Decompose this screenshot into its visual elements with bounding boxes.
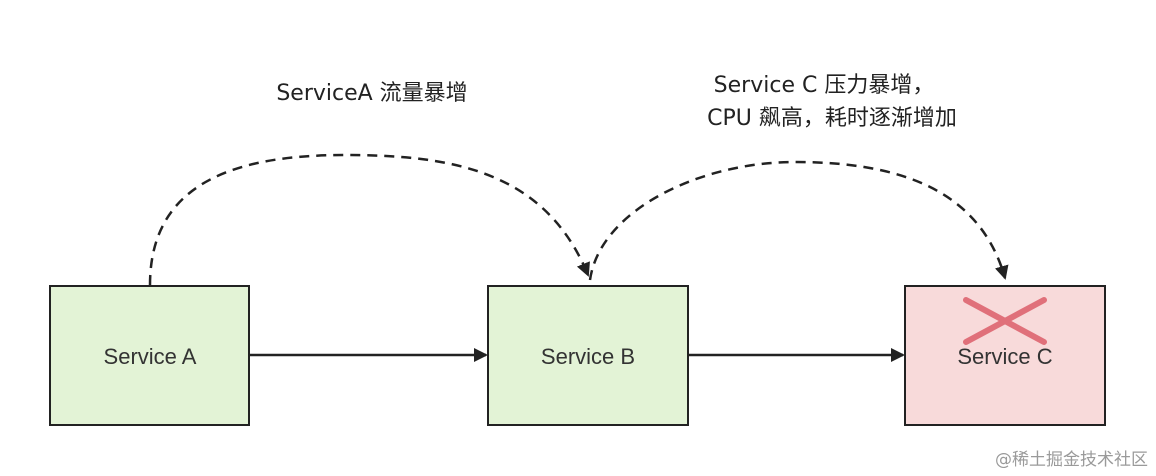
node-service-c: Service C (904, 285, 1106, 426)
service-c-label: Service C (957, 344, 1052, 369)
service-b-label: Service B (541, 344, 635, 369)
service-c-box (904, 285, 1106, 426)
service-b-box (487, 285, 689, 426)
service-a-box (49, 285, 250, 426)
annotation-b-to-c-line2: CPU 飙高，耗时逐渐增加 (707, 106, 957, 131)
dashed-arrow-a-to-b (148, 153, 590, 286)
annotation-b-to-c-line1: Service C 压力暴增， (714, 73, 935, 98)
node-service-b: Service B (487, 285, 689, 426)
failure-cross-icon (963, 297, 1047, 345)
dashed-arrow-b-to-c (588, 160, 1009, 281)
watermark: @稀土掘金技术社区 (995, 450, 1148, 470)
annotation-a-to-b: ServiceA 流量暴增 (276, 81, 467, 106)
service-a-label: Service A (104, 344, 197, 369)
node-service-a: Service A (49, 285, 250, 426)
